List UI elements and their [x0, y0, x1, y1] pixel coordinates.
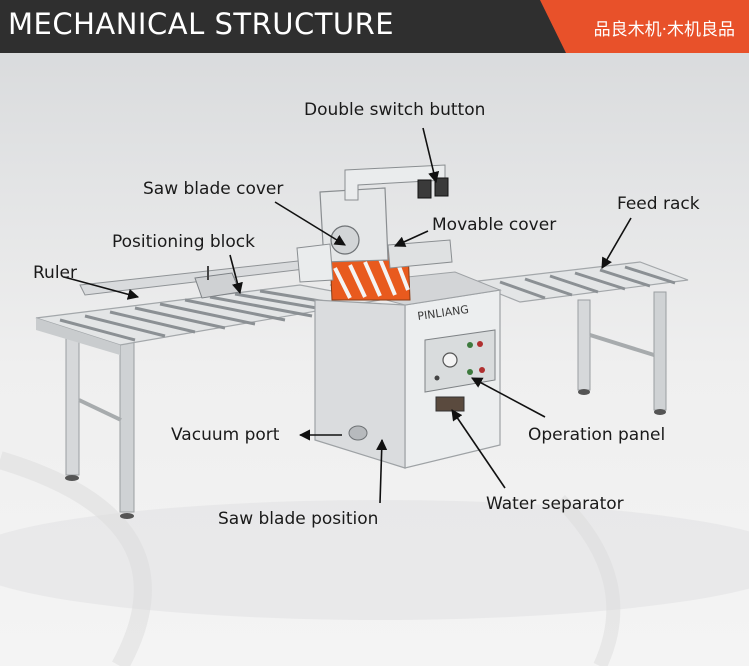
label-positioning-block: Positioning block [112, 232, 255, 252]
label-operation-panel: Operation panel [528, 425, 666, 445]
label-feed-rack: Feed rack [617, 194, 700, 214]
water-separator-shape [435, 396, 465, 412]
header-bar: MECHANICAL STRUCTURE 品良木机·木机良品 [0, 0, 749, 53]
label-double-switch-button: Double switch button [304, 100, 486, 120]
page-title: MECHANICAL STRUCTURE [8, 7, 395, 41]
label-water-separator: Water separator [486, 494, 624, 514]
brand-slogan: 品良木机·木机良品 [593, 20, 735, 40]
label-movable-cover: Movable cover [432, 215, 557, 235]
arrow-movable-cover [393, 230, 429, 247]
label-saw-blade-position: Saw blade position [218, 509, 379, 529]
arrow-water-separator [451, 409, 506, 489]
header-accent-shape [540, 0, 749, 53]
label-saw-blade-cover: Saw blade cover [143, 179, 284, 199]
arrow-saw-blade-position [376, 438, 388, 504]
label-vacuum-port: Vacuum port [171, 425, 280, 445]
movable-cover-shape [387, 239, 453, 269]
arrow-operation-panel [471, 377, 546, 418]
machine-illustration: PINLIANG [0, 164, 749, 666]
arrow-ruler [63, 276, 140, 300]
arrow-feed-rack [601, 217, 632, 269]
arrow-double-switch [422, 127, 440, 184]
switch-arm [344, 164, 446, 201]
switch-pedal-left [417, 179, 432, 199]
arrow-positioning-block [229, 254, 243, 295]
vacuum-port-shape [348, 425, 368, 441]
label-ruler: Ruler [33, 263, 77, 283]
arrow-saw-blade-cover [274, 201, 346, 246]
cabinet-side [314, 299, 406, 469]
